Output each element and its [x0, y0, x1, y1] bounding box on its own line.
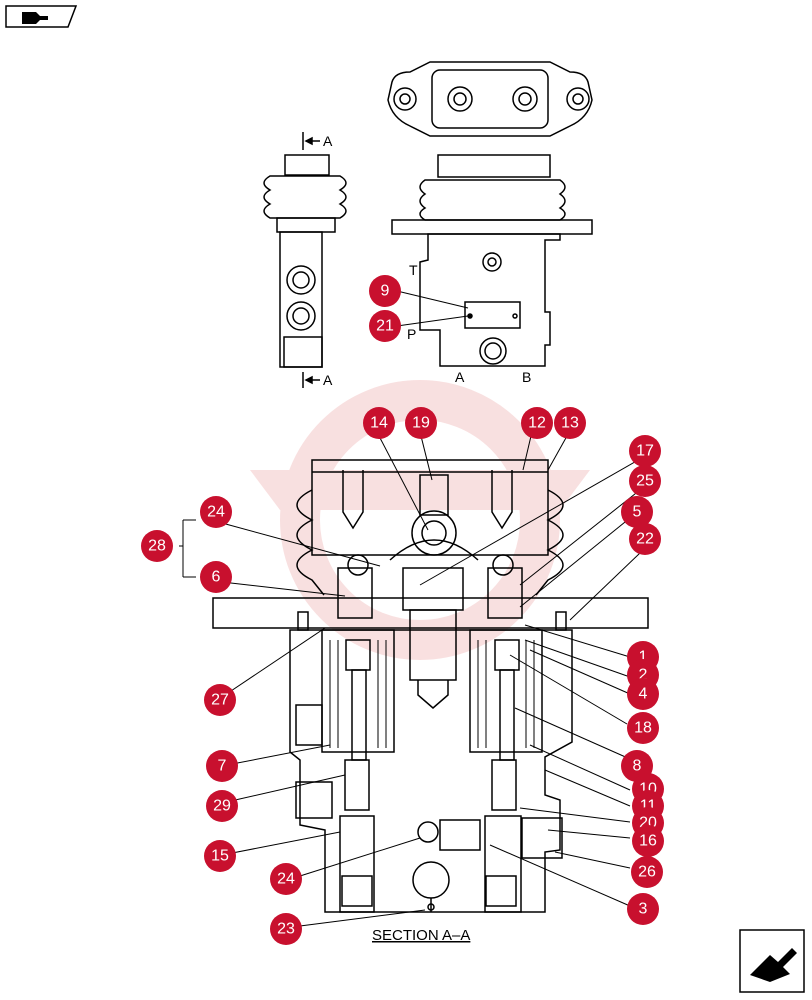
callout-13[interactable]: 13: [554, 407, 586, 439]
callout-12[interactable]: 12: [521, 407, 553, 439]
back-arrow-icon[interactable]: [5, 5, 78, 28]
callout-22[interactable]: 22: [629, 523, 661, 555]
svg-text:23: 23: [277, 921, 295, 938]
svg-text:18: 18: [634, 720, 652, 737]
svg-text:8: 8: [633, 758, 642, 775]
svg-text:15: 15: [211, 848, 229, 865]
callout-27[interactable]: 27: [204, 684, 236, 716]
leader-lines: [179, 290, 641, 927]
callout-markers: 9 21 14 19 12 13 17 25 24 28 6 5 22 1 2 …: [141, 275, 664, 945]
svg-text:14: 14: [370, 415, 388, 432]
svg-text:25: 25: [636, 473, 654, 490]
port-label-a: A: [455, 369, 465, 385]
svg-text:19: 19: [412, 415, 430, 432]
port-label-p: P: [407, 326, 416, 342]
callout-18[interactable]: 18: [627, 712, 659, 744]
next-page-arrow-icon[interactable]: [739, 929, 805, 993]
callout-5[interactable]: 5: [621, 496, 653, 528]
svg-text:12: 12: [528, 415, 546, 432]
callout-3[interactable]: 3: [627, 893, 659, 925]
side-view: [263, 132, 347, 388]
front-view: [391, 154, 593, 367]
svg-text:17: 17: [636, 443, 654, 460]
section-title: SECTION A–A: [372, 927, 470, 944]
svg-text:13: 13: [561, 415, 579, 432]
section-mark-top: A: [323, 133, 333, 149]
callout-7[interactable]: 7: [206, 750, 238, 782]
svg-text:29: 29: [213, 798, 231, 815]
callout-23[interactable]: 23: [270, 913, 302, 945]
svg-text:4: 4: [639, 686, 648, 703]
callout-21[interactable]: 21: [369, 310, 401, 342]
svg-text:16: 16: [639, 833, 657, 850]
svg-text:24: 24: [277, 871, 295, 888]
callout-28[interactable]: 28: [141, 530, 173, 562]
svg-text:26: 26: [638, 864, 656, 881]
callout-6[interactable]: 6: [200, 561, 232, 593]
svg-text:2: 2: [639, 667, 648, 684]
svg-text:9: 9: [381, 283, 390, 300]
svg-text:28: 28: [148, 538, 166, 555]
callout-4[interactable]: 4: [627, 678, 659, 710]
callout-9[interactable]: 9: [369, 275, 401, 307]
callout-16[interactable]: 16: [632, 825, 664, 857]
svg-text:6: 6: [212, 569, 221, 586]
svg-text:22: 22: [636, 531, 654, 548]
svg-text:5: 5: [633, 504, 642, 521]
callout-24-bottom[interactable]: 24: [270, 863, 302, 895]
top-view: [387, 61, 593, 137]
svg-text:3: 3: [639, 901, 648, 918]
callout-24-top[interactable]: 24: [200, 496, 232, 528]
svg-text:1: 1: [639, 649, 648, 666]
callout-26[interactable]: 26: [631, 856, 663, 888]
section-mark-bottom: A: [323, 372, 333, 388]
callout-29[interactable]: 29: [206, 790, 238, 822]
callout-17[interactable]: 17: [629, 435, 661, 467]
callout-14[interactable]: 14: [363, 407, 395, 439]
port-label-b: B: [522, 369, 531, 385]
svg-text:21: 21: [376, 318, 394, 335]
callout-19[interactable]: 19: [405, 407, 437, 439]
callout-15[interactable]: 15: [204, 840, 236, 872]
svg-text:27: 27: [211, 692, 229, 709]
svg-text:7: 7: [218, 758, 227, 775]
port-label-t: T: [409, 262, 418, 278]
svg-text:24: 24: [207, 504, 225, 521]
callout-25[interactable]: 25: [629, 465, 661, 497]
